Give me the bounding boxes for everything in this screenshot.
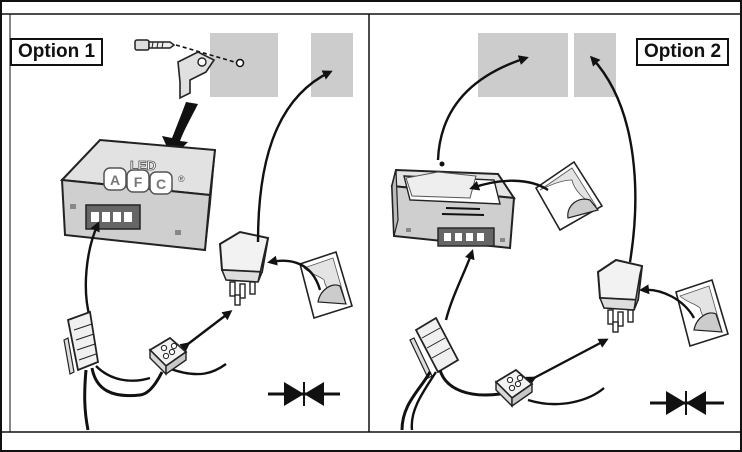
logo-tile-c — [149, 171, 173, 195]
option-1-panel: LED A F C ® — [59, 33, 353, 431]
wire-connector-icon — [148, 336, 188, 376]
mounting-key-icon — [177, 51, 216, 100]
device-led-dot — [439, 161, 445, 167]
arrow-relay-to-mount-2 — [589, 55, 637, 263]
arrow-device-to-mount-2 — [436, 55, 529, 161]
relay-icon — [218, 230, 270, 306]
wire-connector-icon-2 — [494, 368, 534, 408]
mount-area-device — [210, 33, 278, 97]
arrow-harness-to-device-2 — [444, 249, 475, 321]
arrow-connector-relay — [179, 310, 233, 353]
option-2-label: Option 2 — [636, 38, 730, 66]
adhesive-pad-icon — [299, 250, 353, 320]
wire-3 — [95, 365, 151, 382]
screw-icon — [134, 39, 176, 51]
wire-2-1 — [400, 371, 432, 431]
arrow-pad-to-device-2 — [469, 179, 549, 192]
led-afc-device — [59, 138, 217, 252]
arrow-pad-to-relay-2 — [639, 284, 696, 319]
adhesive-pad-icon-2b — [675, 278, 729, 348]
screw-hole — [235, 58, 245, 68]
arrow-pad-to-relay — [267, 255, 322, 291]
mount-area-relay-2 — [574, 33, 616, 97]
mount-arrow-big — [162, 102, 198, 158]
harness-connector-icon — [63, 310, 100, 375]
wire-2-4 — [527, 387, 605, 406]
arrow-harness-to-device — [84, 221, 100, 319]
wire-2 — [83, 369, 90, 431]
logo-tile-f — [126, 169, 150, 193]
mount-area-device-2 — [478, 33, 568, 97]
adhesive-pad-icon-2a — [534, 160, 604, 232]
arrow-connector-relay-2 — [525, 338, 609, 386]
screw-path-line — [175, 44, 239, 64]
relay-icon-2 — [596, 258, 644, 333]
wire-4 — [167, 363, 227, 376]
wire-1 — [90, 367, 164, 398]
harness-connector-icon-2 — [409, 316, 460, 379]
logo-letter-a: A — [110, 172, 120, 188]
mount-area-relay — [311, 33, 353, 97]
logo-tile-a — [103, 167, 127, 191]
crimp-arrows-icon-2 — [650, 391, 724, 415]
wire-2-2 — [438, 369, 501, 397]
option-2-panel — [390, 33, 729, 431]
logo-registered-mark: ® — [178, 174, 185, 184]
logo-letter-c: C — [156, 176, 166, 192]
arrow-relay-to-mount — [256, 70, 333, 243]
wire-2-3 — [410, 371, 437, 431]
logo-letter-f: F — [134, 174, 143, 190]
option-1-label: Option 1 — [10, 38, 104, 66]
crimp-arrows-icon — [268, 382, 340, 406]
